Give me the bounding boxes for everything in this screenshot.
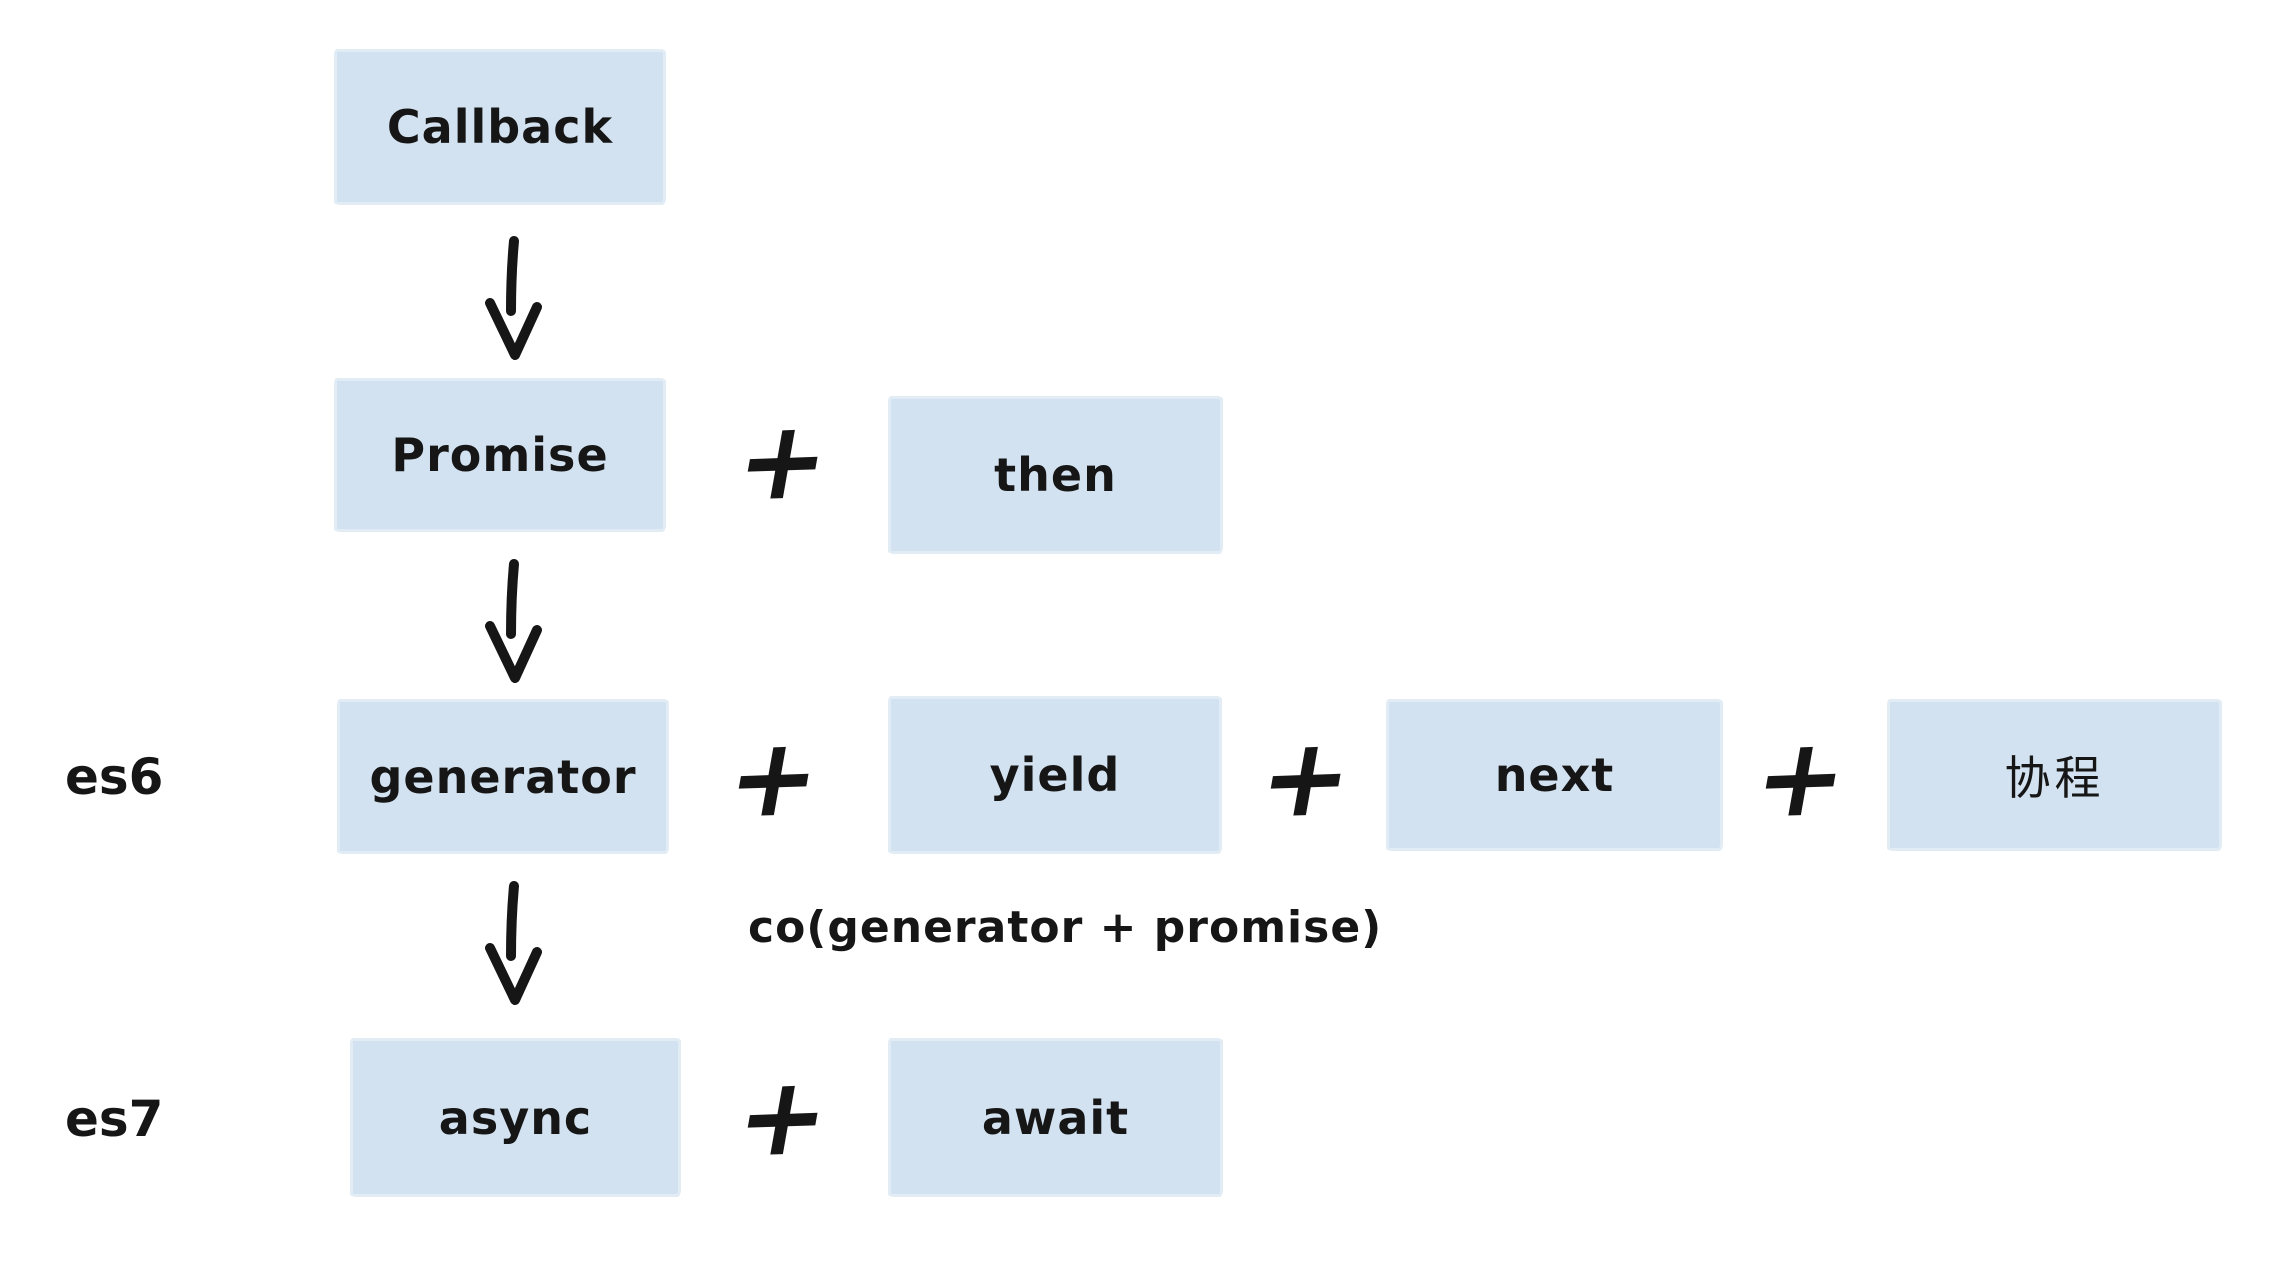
box-callback: Callback (334, 49, 666, 205)
box-then-label: then (994, 448, 1117, 502)
box-async: async (350, 1038, 681, 1197)
box-callback-label: Callback (386, 100, 614, 154)
box-await-label: await (981, 1090, 1130, 1145)
plus-icon: + (1744, 713, 1858, 844)
box-promise-label: Promise (391, 428, 609, 482)
plus-icon: + (726, 396, 840, 527)
box-next: next (1386, 699, 1723, 851)
co-generator-promise-annotation: co(generator + promise) (748, 902, 1383, 953)
box-await: await (888, 1038, 1223, 1197)
arrow-down-icon (478, 558, 548, 686)
box-coroutine-label: 协程 (2004, 751, 2105, 805)
box-coroutine: 协程 (1887, 699, 2222, 851)
box-generator: generator (337, 699, 669, 854)
row-label-es6: es6 (65, 748, 164, 806)
box-async-label: async (438, 1090, 593, 1145)
arrow-down-icon (478, 235, 548, 363)
arrow-down-icon (478, 880, 548, 1008)
box-yield-label: yield (989, 748, 1121, 802)
plus-icon: + (717, 713, 831, 844)
box-promise: Promise (334, 378, 666, 532)
plus-icon: + (1249, 713, 1363, 844)
box-then: then (888, 396, 1223, 554)
row-label-es7: es7 (65, 1090, 164, 1148)
box-yield: yield (888, 696, 1222, 854)
box-next-label: next (1494, 748, 1615, 802)
plus-icon: + (726, 1052, 840, 1183)
box-generator-label: generator (369, 749, 637, 804)
